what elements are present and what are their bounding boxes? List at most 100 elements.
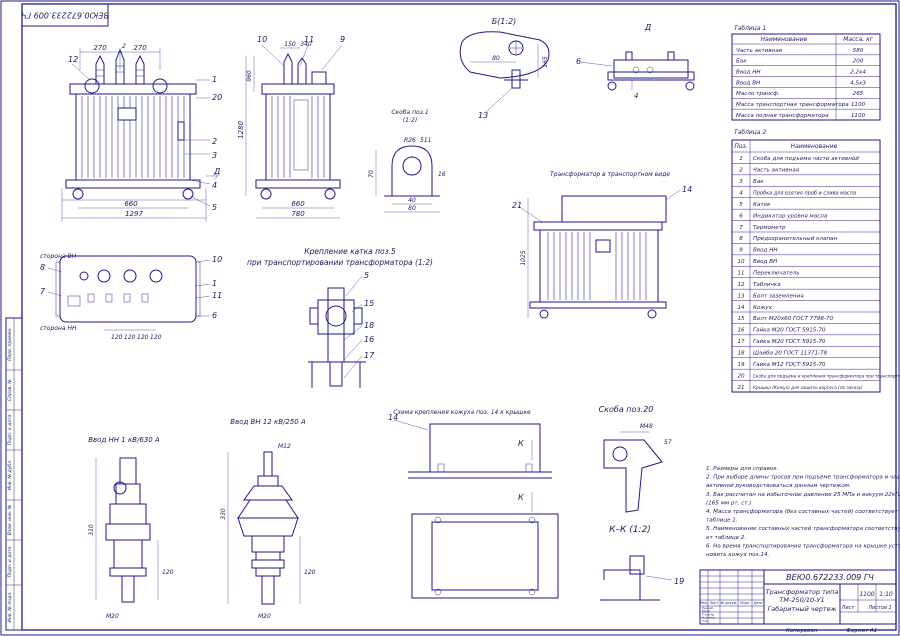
dim-1025: 1025 (520, 250, 527, 265)
title-line-1: Трансформатор типа (766, 588, 839, 596)
table2-cell-name: Термометр (753, 225, 786, 231)
transport-title: Трансформатор в транспортном виде (550, 171, 670, 178)
table2-cell-name: Предохранительный клапан (753, 236, 838, 242)
detail-d: Д 6 4 (576, 23, 695, 100)
table2-cell-name: Кожух (753, 305, 773, 311)
table1-cell-mass: 4,5х3 (850, 80, 866, 86)
hv-bushing-detail: Ввод ВН 12 кВ/250 А M12 330 120 M20 (220, 418, 316, 620)
bracket-pos1-detail: Скоба поз.1 (1:2) 40 80 R26 511 70 16 (368, 109, 446, 213)
front-view: 270 270 6 (61, 43, 222, 222)
left-strip-label: Инв. № подл. (7, 591, 13, 622)
table2-cell-pos: 13 (737, 293, 745, 299)
callout-3-front: 3 (212, 151, 217, 160)
detail-d-title: Д (644, 23, 651, 32)
side-vn-label: сторона ВН (40, 253, 77, 260)
note-line: 6. На время транспортирования трансформа… (706, 543, 900, 549)
table-masses: Таблица 1 Наименование Масса, кг Часть а… (731, 25, 881, 121)
left-strip-label: Инв. № дубл. (7, 460, 13, 491)
callout-1-plan: 1 (212, 279, 217, 288)
callout-8-plan: 8 (40, 263, 45, 272)
table2-cell-pos: 12 (737, 282, 745, 288)
dim-m20-lv: M20 (106, 613, 119, 620)
bracket-pos1-scale: (1:2) (403, 117, 417, 124)
dim-40: 40 (408, 197, 416, 204)
table2-cell-name: Бак (753, 179, 764, 185)
stamp-row-label: № докум. (720, 601, 738, 605)
dim-150: 150 (284, 41, 296, 48)
cover-fastening-scheme: Схема крепления кожуха поз. 14 к крышке … (388, 409, 559, 599)
table2-cell-pos: 1 (739, 156, 743, 162)
bracket-pos20-detail: Скоба поз.20 M48 57 К–К (1:2) 19 (599, 405, 684, 601)
dim-270-left: 270 (93, 44, 107, 52)
table2-cell-name: Скоба для подъема и крепления трансформа… (753, 373, 900, 378)
stamp-row-label: Дата (753, 601, 763, 605)
dim-660-front: 660 (124, 200, 138, 208)
table1-title: Таблица 1 (734, 25, 766, 32)
callout-20-front: 20 (212, 93, 222, 102)
table2-cell-pos: 16 (737, 328, 745, 334)
stamp-mass: 1100 (859, 591, 874, 598)
dim-70: 70 (368, 170, 375, 178)
cover-scheme-title: Схема крепления кожуха поз. 14 к крышке (393, 409, 531, 416)
table2-cell-name: Болт заземления (753, 293, 804, 299)
inner-frame (21, 3, 897, 631)
stamp-row-label: Утв. (702, 619, 708, 623)
callout-2-front: 2 (212, 137, 217, 146)
dim-80-bracket: 80 (408, 205, 416, 212)
dim-120-b: 120 (124, 334, 136, 341)
table2-cell-name: Пробка для взятия проб и слива масла (753, 191, 856, 197)
doc-code: ВЕЮ0.672233.009 ГЧ (786, 573, 874, 582)
table1-cell-name: Масса транспортная трансформатора (736, 102, 849, 108)
callout-4-front: 4 (212, 181, 217, 190)
table2-cell-name: Табличка (753, 282, 781, 288)
table2-cell-name: Гайка М20 ГОСТ 5915-70 (753, 339, 826, 345)
note-line: 3. Бак рассчитан на избыточное давление … (706, 492, 900, 498)
dim-57: 57 (664, 439, 672, 446)
note-line: 4. Масса трансформатора (без составных ч… (706, 509, 899, 515)
callout-6-plan: 6 (212, 311, 217, 320)
note-line: активной руководствоваться данным чертеж… (706, 483, 851, 489)
stamp-row-label: Пров. (702, 609, 711, 613)
table1-header-name: Наименование (761, 36, 808, 43)
transport-view: Трансформатор в транспортном виде 14 102… (512, 171, 692, 319)
stamp-row-label: Т.контр. (702, 612, 715, 616)
table1-cell-mass: 580 (853, 48, 864, 54)
left-stamp-strip (5, 317, 23, 631)
callout-2-label: 2 (122, 43, 126, 50)
table1-cell-mass: 2,2х4 (850, 70, 866, 76)
table1-cell-name: Ввод НН (736, 70, 761, 76)
table1-cell-name: Ввод ВН (736, 80, 761, 86)
callout-11-plan: 11 (212, 291, 222, 300)
doc-code-top: ВЕЮ0.672233.009 ГЧ (21, 11, 109, 20)
stamp-row-label: Н.контр. (702, 616, 715, 620)
callout-16: 16 (364, 335, 374, 344)
table2-cell-name: Гайка М20 ГОСТ 5915-70 (753, 328, 826, 334)
k-mark-bottom: К (518, 493, 524, 502)
callout-14-transport: 14 (682, 185, 692, 194)
note-line: 5. Наименование составных частей трансфо… (706, 526, 900, 532)
table1-cell-mass: 1100 (851, 102, 866, 108)
table2-cell-pos: 5 (739, 202, 743, 208)
table2-cell-name: Ввод ВН (753, 259, 778, 265)
stamp-row-label: Разраб. (702, 606, 714, 610)
technical-notes: 1. Размеры для справок.2. При выборе дли… (706, 466, 900, 558)
left-strip-label: Справ. № (7, 379, 13, 401)
side-view: 150 340 10 11 9 660 780 1280 960 (237, 35, 345, 219)
table1-cell-name: Масса полная трансформатора (736, 113, 829, 119)
callout-7-plan: 7 (40, 287, 46, 296)
table2-cell-pos: 7 (739, 225, 743, 231)
note-line: 1. Размеры для справок. (706, 466, 779, 472)
table1-cell-mass: 1100 (851, 113, 866, 119)
note-line: ет таблице 2. (706, 535, 746, 541)
table2-cell-pos: 9 (739, 248, 743, 254)
callout-5-front: 5 (212, 203, 217, 212)
table2-cell-name: Переключатель (753, 271, 800, 277)
callout-14-cover: 14 (388, 413, 398, 422)
dim-1297: 1297 (125, 210, 143, 218)
stamp-scale: 1:10 (879, 591, 893, 598)
stamp-sheets: Листов 1 (867, 605, 891, 611)
detail-b-title: Б(1:2) (492, 17, 517, 26)
